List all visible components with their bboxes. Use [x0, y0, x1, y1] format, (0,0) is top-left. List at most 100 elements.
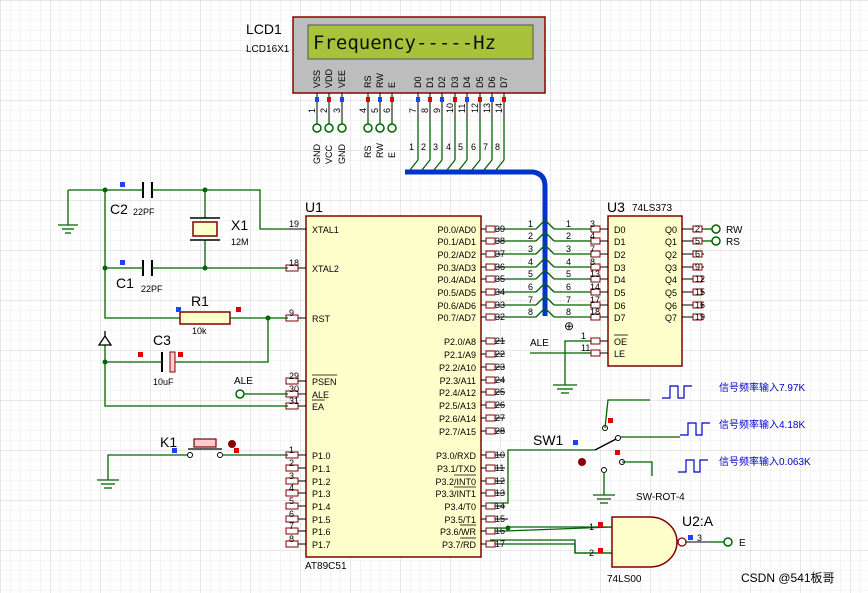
lcd-pin-number: 3	[332, 108, 342, 113]
mcu-pin-number: 24	[495, 375, 505, 385]
mcu-pin-name: P1.6	[312, 527, 331, 537]
lcd-ctrl-label: RW	[375, 143, 385, 158]
mcu-at89c51[interactable]: U1 AT89C51 19XTAL118XTAL29RST29PSEN30ALE…	[285, 199, 505, 572]
mcu-pin-name: P0.7/AD7	[437, 313, 476, 323]
signal-label: 信号频率输入7.97K	[719, 381, 805, 394]
lcd-pin-name: VDD	[324, 68, 334, 88]
latch-pin-name: Q6	[665, 301, 677, 311]
lcd-ctrl-terminal[interactable]	[363, 123, 373, 133]
c1-value: 22PF	[141, 284, 163, 294]
sw1-part: SW-ROT-4	[636, 492, 685, 503]
latch-pin-number: 12	[695, 274, 705, 284]
nand-out-num: 3	[697, 533, 702, 543]
lcd-part: LCD16X1	[246, 44, 290, 55]
latch-pin-number: 19	[695, 312, 705, 322]
latch-bus-number: 8	[566, 307, 571, 317]
lcd-pin-number: 13	[482, 103, 492, 113]
nand-in2-num: 2	[589, 548, 594, 558]
mcu-pin-number: 15	[495, 514, 505, 524]
lcd-pin-name: RW	[375, 73, 385, 88]
latch-pin-name: Q3	[665, 263, 677, 273]
mcu-pin-name: P3.1/TXD	[437, 464, 477, 474]
mcu-pin-name: P3.3/INT1	[435, 489, 476, 499]
sw1-ref: SW1	[533, 432, 564, 448]
mcu-pin-number: 10	[495, 450, 505, 460]
mcu-pin-number: 38	[495, 236, 505, 246]
mcu-pin-number: 9	[289, 308, 294, 318]
lcd-pin-number: 7	[408, 108, 418, 113]
latch-pin-name: Q0	[665, 225, 677, 235]
mcu-pin-number: 17	[495, 539, 505, 549]
c2-value: 22PF	[133, 207, 155, 217]
mcu-bus-number: 6	[528, 282, 533, 292]
reset-circuit	[97, 307, 288, 407]
lcd-pin-name: D4	[462, 76, 472, 88]
latch-pin-number: 11	[581, 343, 590, 353]
mcu-ref: U1	[305, 199, 323, 215]
mcu-pin-name: P3.7/RD	[442, 540, 477, 550]
lcd-pin-name: VEE	[337, 70, 347, 88]
terminal-e[interactable]	[723, 537, 733, 547]
mcu-pin-number: 5	[289, 496, 294, 506]
watermark: CSDN @541板哥	[741, 571, 835, 585]
latch-bus-number: 2	[566, 231, 571, 241]
latch-74ls373[interactable]: U3 74LS373 3D04D17D28D313D414D517D618D72…	[581, 199, 705, 367]
latch-pin-number: 2	[695, 224, 700, 234]
lcd-power-terminal[interactable]	[312, 123, 322, 133]
lcd-pin-name: D1	[425, 76, 435, 88]
mcu-bus-number: 3	[528, 244, 533, 254]
lcd-pin-name: D0	[413, 76, 423, 88]
latch-pin-name: Q2	[665, 250, 677, 260]
lcd-pin-number: 11	[457, 104, 467, 113]
mcu-pin-name: PSEN	[312, 377, 337, 387]
latch-pin-number: 6	[695, 249, 700, 259]
mcu-pin-name: P3.2/INT0	[435, 477, 476, 487]
mcu-pin-number: 30	[289, 384, 299, 394]
lcd-module[interactable]: LCD1 LCD16X1 Frequency-----Hz VSS1VDD2VE…	[246, 16, 546, 118]
latch-pin-name: D2	[614, 250, 626, 260]
latch-bus-number: 3	[566, 244, 571, 254]
lcd-bus-number: 2	[421, 142, 426, 152]
lcd-pin-number: 2	[319, 108, 329, 113]
mcu-pin-number: 33	[495, 300, 505, 310]
mcu-pin-number: 35	[495, 274, 505, 284]
lcd-power-terminal[interactable]	[337, 123, 347, 133]
lcd-pin-name: VSS	[312, 70, 322, 88]
mcu-pin-name: P1.1	[312, 464, 331, 474]
mcu-pin-number: 6	[289, 509, 294, 519]
terminal-ale[interactable]	[235, 389, 245, 399]
lcd-pin-number: 12	[470, 103, 480, 113]
nand-body	[611, 516, 678, 568]
mcu-pin-number: 7	[289, 521, 294, 531]
mcu-pin-number: 36	[495, 262, 505, 272]
latch-pin-name: D4	[614, 275, 626, 285]
sw1-rotary-switch[interactable]	[490, 399, 680, 504]
mcu-body	[305, 215, 482, 558]
mcu-pin-number: 11	[495, 463, 504, 473]
square-wave-icon	[680, 422, 710, 436]
bus-cross-marker: ⊕	[564, 319, 574, 333]
terminal-rs[interactable]	[711, 236, 721, 246]
ale-label: ALE	[234, 376, 253, 387]
lcd-ctrl-terminal[interactable]	[375, 123, 385, 133]
mcu-bus-number: 8	[528, 307, 533, 317]
lcd-pin-name: RS	[363, 75, 373, 88]
nand-gate-74ls00[interactable]: 1 2 3	[490, 516, 733, 568]
lcd-ctrl-terminal[interactable]	[387, 123, 397, 133]
lcd-pin-number: 1	[307, 108, 317, 113]
vcc-arrow-icon	[97, 334, 113, 346]
mcu-pin-name: P2.0/A8	[444, 337, 476, 347]
mcu-bus-number: 1	[528, 219, 533, 229]
terminal-rw[interactable]	[711, 224, 721, 234]
lcd-power-terminal[interactable]	[324, 123, 334, 133]
mcu-pin-name: P1.7	[312, 540, 331, 550]
mcu-bus-number: 4	[528, 257, 533, 267]
mcu-part: AT89C51	[305, 561, 347, 572]
mcu-pin-name: P2.5/A13	[439, 401, 476, 411]
mcu-pin-name: P2.3/A11	[440, 376, 476, 386]
c1-ref: C1	[116, 275, 134, 291]
mcu-pin-name: P3.6/WR	[440, 527, 477, 537]
latch-pin-name: D6	[614, 301, 626, 311]
k1-pushbutton[interactable]	[97, 438, 288, 489]
mcu-pin-name: P1.2	[312, 477, 331, 487]
